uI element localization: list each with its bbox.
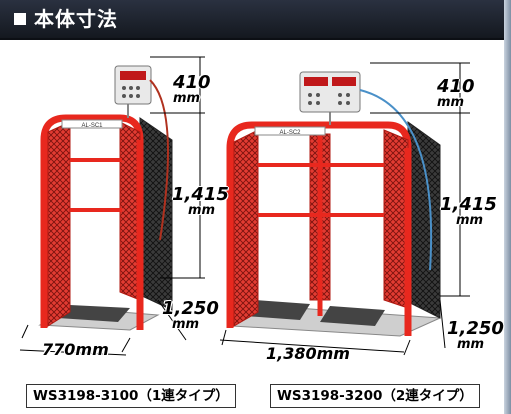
right-panel-label: AL-SC2 — [279, 130, 301, 136]
right-top-height-label: 410 mm — [437, 76, 475, 110]
right-main-height-unit: mm — [456, 213, 484, 228]
left-top-height-unit: mm — [173, 91, 201, 106]
right-front-mesh — [233, 129, 259, 327]
right-top-height-value: 410 — [437, 76, 475, 97]
left-depth-value: 1,250 — [162, 298, 219, 319]
section-header: 本体寸法 — [0, 0, 504, 40]
left-top-height-value: 410 — [173, 72, 211, 93]
square-bullet-icon — [14, 13, 26, 25]
right-unit-drawing: AL-SC2 — [219, 62, 470, 356]
right-top-height-unit: mm — [437, 95, 465, 110]
right-width-value: 1,380mm — [266, 344, 350, 363]
right-back-mesh — [383, 129, 409, 309]
right-width-label: 1,380mm — [266, 346, 350, 362]
right-model-caption: WS3198-3200（2連タイプ） — [270, 384, 480, 408]
right-main-height-value: 1,415 — [440, 194, 497, 215]
left-main-height-label: 1,415 mm — [172, 184, 229, 218]
left-top-height-label: 410 mm — [173, 72, 211, 106]
left-model-caption: WS3198-3100（1連タイプ） — [26, 384, 236, 408]
right-depth-value: 1,250 — [447, 318, 504, 339]
right-main-height-label: 1,415 mm — [440, 194, 497, 228]
right-border — [504, 0, 511, 414]
left-width-label: 770mm — [42, 342, 109, 358]
left-foot-mat — [58, 305, 130, 322]
left-panel-label: AL-SC1 — [81, 123, 103, 129]
left-cable — [149, 79, 169, 241]
left-width-value: 770mm — [42, 340, 109, 359]
left-front-mesh — [47, 121, 71, 327]
right-cable — [359, 89, 433, 271]
left-main-height-value: 1,415 — [172, 184, 229, 205]
left-main-height-unit: mm — [188, 203, 216, 218]
left-unit-drawing: AL-SC1 — [19, 56, 205, 356]
right-depth-label: 1,250 mm — [447, 318, 504, 352]
left-depth-unit: mm — [172, 317, 200, 332]
left-depth-label: 1,250 mm — [162, 298, 219, 332]
section-title: 本体寸法 — [34, 7, 118, 31]
right-side-mesh — [407, 121, 441, 319]
right-depth-unit: mm — [457, 337, 485, 352]
